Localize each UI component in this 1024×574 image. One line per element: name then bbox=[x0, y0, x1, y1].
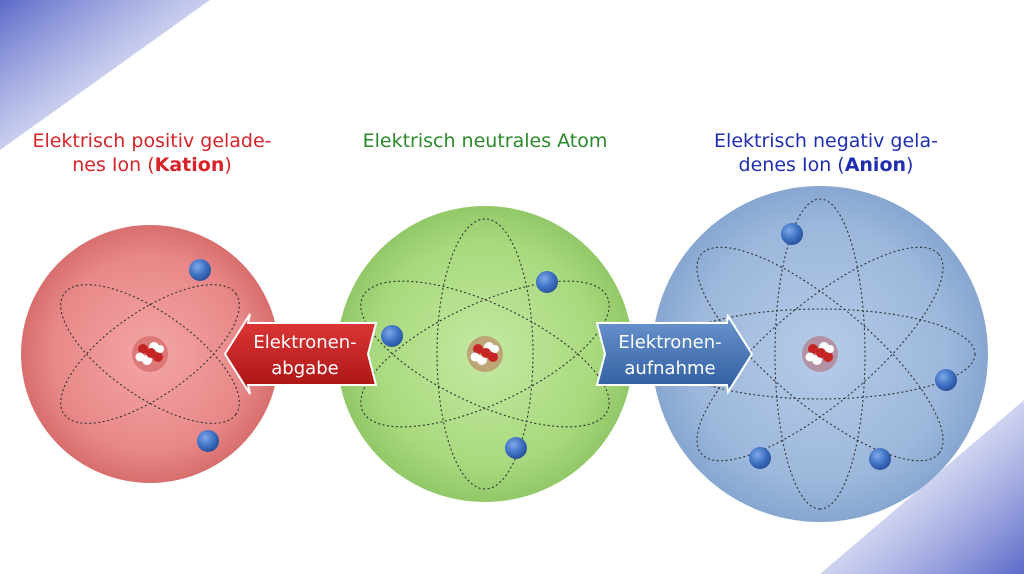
cation-atom bbox=[21, 225, 279, 483]
electron bbox=[781, 223, 803, 245]
neutral-nucleus bbox=[467, 336, 503, 372]
cation-label-suffix: ) bbox=[224, 154, 232, 176]
cation-orbits bbox=[60, 284, 240, 424]
cation-label-line2: nes Ion (Kation) bbox=[10, 153, 294, 177]
electron bbox=[935, 369, 957, 391]
electron-release-arrow: Elektronen- abgabe bbox=[223, 313, 378, 395]
electron bbox=[189, 259, 211, 281]
anion-nucleus bbox=[802, 336, 838, 372]
anion-label-line2: denes Ion (Anion) bbox=[680, 153, 972, 177]
cation-label-prefix: nes Ion ( bbox=[72, 154, 155, 176]
neutral-label-line1: Elektrisch neutrales Atom bbox=[362, 130, 608, 152]
electron bbox=[197, 430, 219, 452]
cation-label-line1: Elektrisch positiv gelade- bbox=[32, 130, 272, 152]
cation-name: Kation bbox=[154, 154, 225, 176]
electron bbox=[536, 271, 558, 293]
anion-label: Elektrisch negativ gela- denes Ion (Anio… bbox=[680, 129, 972, 177]
electron bbox=[381, 325, 403, 347]
uptake-arrow-line1: Elektronen- bbox=[618, 332, 721, 353]
release-arrow-line1: Elektronen- bbox=[253, 332, 356, 353]
anion-atom bbox=[652, 186, 988, 522]
uptake-arrow-line2: aufnahme bbox=[624, 358, 715, 379]
anion-name: Anion bbox=[844, 154, 907, 176]
neutral-orbits bbox=[360, 218, 610, 490]
anion-label-prefix: denes Ion ( bbox=[738, 154, 845, 176]
cation-label: Elektrisch positiv gelade- nes Ion (Kati… bbox=[10, 129, 294, 177]
release-arrow-line2: abgabe bbox=[271, 358, 338, 379]
cation-nucleus bbox=[132, 336, 168, 372]
electron-uptake-arrow: Elektronen- aufnahme bbox=[595, 313, 754, 395]
electron bbox=[869, 448, 891, 470]
electron bbox=[749, 447, 771, 469]
anion-label-suffix: ) bbox=[906, 154, 914, 176]
neutral-atom-label: Elektrisch neutrales Atom bbox=[335, 129, 635, 153]
electron bbox=[505, 437, 527, 459]
neutral-atom bbox=[337, 206, 633, 502]
anion-label-line1: Elektrisch negativ gela- bbox=[714, 130, 938, 152]
